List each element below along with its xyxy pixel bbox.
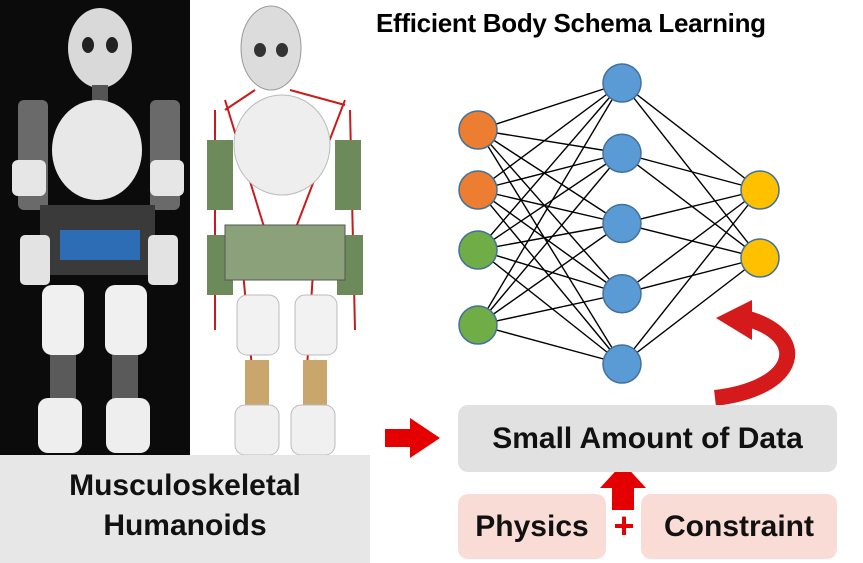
network-edge	[477, 129, 623, 154]
caption-line-2: Humanoids	[103, 509, 267, 542]
network-edge	[477, 222, 623, 326]
input-node	[458, 305, 498, 345]
input-node	[458, 110, 498, 150]
network-nodes	[458, 63, 780, 384]
network-edge	[621, 189, 761, 225]
network-edge	[477, 189, 623, 225]
constraint-box: Constraint	[641, 494, 837, 559]
network-edge	[621, 82, 761, 191]
network-edge	[477, 129, 623, 295]
network-edge	[477, 189, 623, 295]
plus-icon: +	[613, 505, 635, 546]
network-edge	[621, 189, 761, 295]
network-edge	[477, 82, 623, 251]
network-edge	[621, 257, 761, 365]
hidden-node	[602, 63, 642, 103]
network-edge	[621, 82, 761, 259]
data-box-label: Small Amount of Data	[492, 421, 803, 455]
robot-muscle-model	[195, 0, 370, 456]
constraint-label: Constraint	[664, 509, 814, 543]
right-arrow-icon	[385, 418, 440, 458]
network-edge	[477, 82, 623, 191]
input-node	[458, 230, 498, 270]
network-edge	[477, 293, 623, 326]
network-edge	[477, 189, 623, 365]
physics-label: Physics	[475, 509, 589, 543]
network-edge	[621, 222, 761, 259]
network-edge	[477, 152, 623, 251]
diagram-title: Efficient Body Schema Learning	[376, 8, 766, 38]
network-edge	[477, 129, 623, 225]
hidden-node	[602, 274, 642, 314]
physics-box: Physics	[458, 494, 606, 559]
network-edge	[477, 152, 623, 191]
network-edges	[477, 82, 761, 365]
network-edge	[477, 324, 623, 365]
caption-box: Musculoskeletal Humanoids	[0, 455, 370, 563]
caption-line-1: Musculoskeletal	[69, 469, 301, 502]
network-edge	[621, 189, 761, 365]
network-edge	[477, 129, 623, 365]
network-edge	[621, 152, 761, 191]
humanoid-muscle-model-icon	[207, 5, 363, 456]
humanoid-robot-photo-icon	[0, 0, 190, 455]
network-edge	[477, 82, 623, 326]
network-edge	[477, 249, 623, 295]
network-edge	[477, 152, 623, 326]
up-arrow-icon	[600, 463, 646, 510]
curved-arrow-icon	[713, 300, 795, 406]
data-box: Small Amount of Data	[458, 405, 837, 472]
network-edge	[477, 249, 623, 365]
network-edge	[621, 152, 761, 259]
hidden-node	[602, 133, 642, 173]
output-node	[740, 238, 780, 278]
network-edge	[477, 82, 623, 131]
hidden-node	[602, 203, 642, 244]
network-edge	[477, 222, 623, 251]
robot-photo	[0, 0, 190, 455]
hidden-node	[602, 344, 642, 384]
output-node	[740, 170, 780, 210]
input-node	[458, 170, 498, 210]
